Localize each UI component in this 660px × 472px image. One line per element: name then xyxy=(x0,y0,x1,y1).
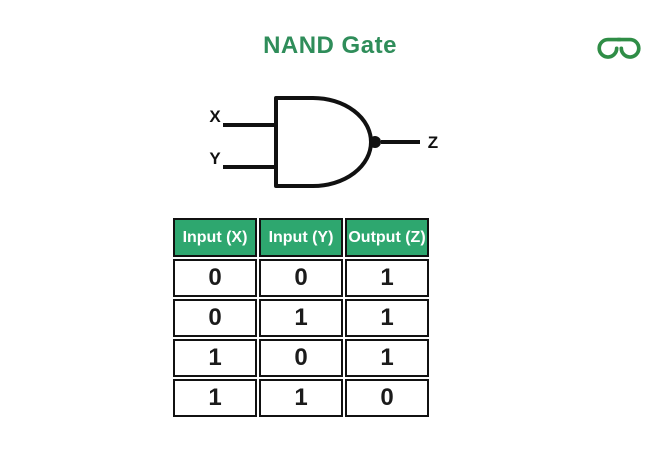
truth-table-cell: 1 xyxy=(259,299,343,337)
truth-table-cell: 1 xyxy=(259,379,343,417)
truth-table: Input (X) Input (Y) Output (Z) 0 0 1 0 1… xyxy=(171,216,431,419)
page-title: NAND Gate xyxy=(263,32,397,59)
truth-table-header-input-x: Input (X) xyxy=(173,218,257,257)
truth-table-cell: 0 xyxy=(259,259,343,297)
inversion-bubble-icon xyxy=(369,136,381,148)
output-label-z: Z xyxy=(428,133,438,152)
input-label-y: Y xyxy=(209,149,221,168)
truth-table-row: 1 0 1 xyxy=(173,339,429,377)
truth-table-cell: 1 xyxy=(345,299,429,337)
truth-table-cell: 0 xyxy=(259,339,343,377)
truth-table-body: 0 0 1 0 1 1 1 0 1 1 1 0 xyxy=(173,259,429,417)
truth-table-header-input-y: Input (Y) xyxy=(259,218,343,257)
truth-table-header: Input (X) Input (Y) Output (Z) xyxy=(173,218,429,257)
truth-table-cell: 1 xyxy=(345,259,429,297)
truth-table-header-output-z: Output (Z) xyxy=(345,218,429,257)
truth-table-cell: 0 xyxy=(173,299,257,337)
logo-left-g xyxy=(597,37,622,59)
logo-right-g xyxy=(616,37,641,59)
input-label-x: X xyxy=(209,107,221,126)
truth-table-cell: 0 xyxy=(173,259,257,297)
geeksforgeeks-logo-icon xyxy=(597,37,641,59)
truth-table-row: 0 0 1 xyxy=(173,259,429,297)
truth-table-row: 0 1 1 xyxy=(173,299,429,337)
gate-body xyxy=(274,96,373,188)
truth-table-row: 1 1 0 xyxy=(173,379,429,417)
nand-gate-diagram: X Y Z xyxy=(209,96,438,188)
truth-table-cell: 0 xyxy=(345,379,429,417)
truth-table-header-row: Input (X) Input (Y) Output (Z) xyxy=(173,218,429,257)
truth-table-cell: 1 xyxy=(173,379,257,417)
truth-table-cell: 1 xyxy=(345,339,429,377)
truth-table-cell: 1 xyxy=(173,339,257,377)
